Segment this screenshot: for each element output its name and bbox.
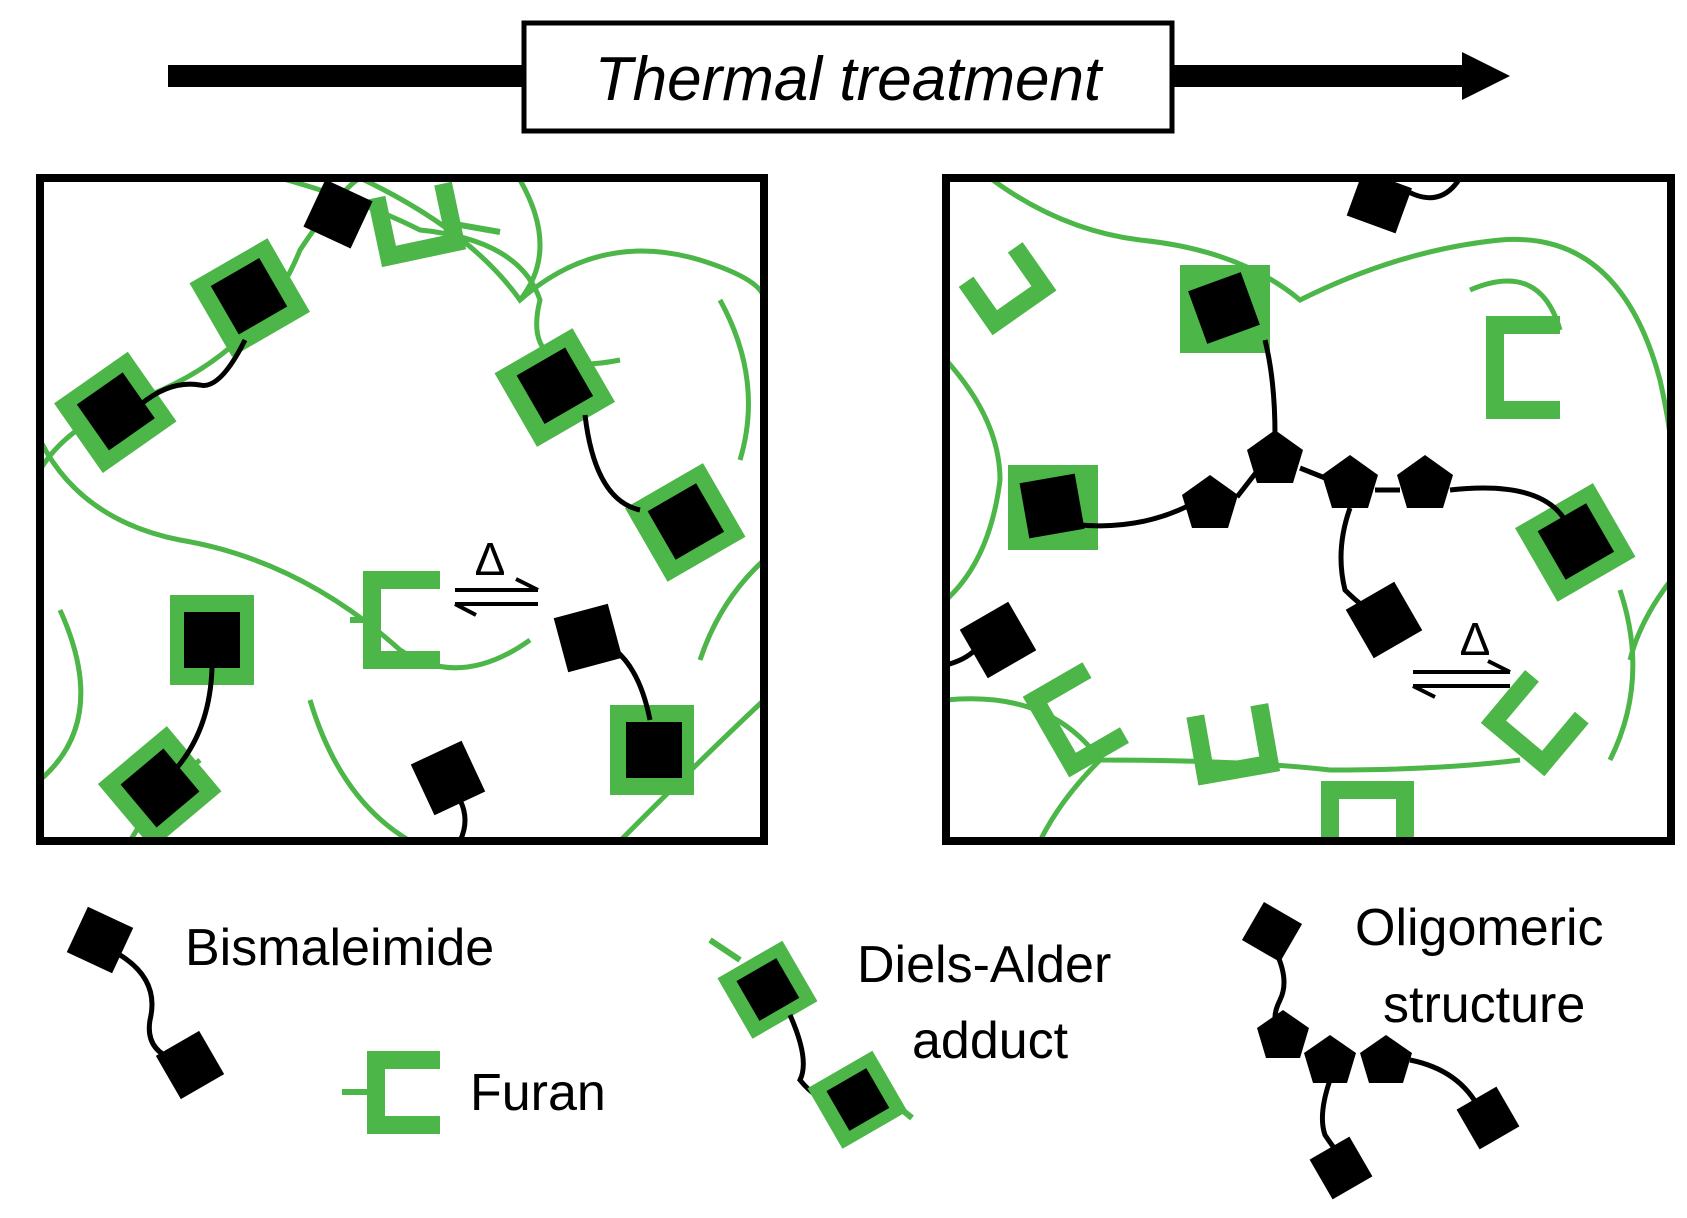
furan-icon — [1186, 703, 1281, 786]
diels-alder-adduct-icon — [189, 238, 310, 357]
bismaleimide-icon — [410, 740, 486, 816]
legend-oligomer-label-line1: Oligomeric — [1355, 899, 1604, 957]
delta-symbol: Δ — [1460, 613, 1491, 665]
legend-diels-alder-label-line1: Diels-Alder — [857, 936, 1111, 994]
legend-bismaleimide-icon — [66, 906, 225, 1100]
furan-icon — [1486, 316, 1560, 419]
legend-bismaleimide-label: Bismaleimide — [185, 919, 494, 977]
diels-alder-adduct-icon — [54, 351, 177, 474]
diels-alder-adduct-icon — [1008, 465, 1098, 550]
legend: Bismaleimide Furan Diels-Alder adduct — [66, 899, 1604, 1200]
legend-oligomer-icon — [1241, 901, 1520, 1200]
diels-alder-adduct-icon — [494, 328, 615, 447]
panel-before-frame — [36, 174, 768, 845]
bismaleimide-icon — [553, 603, 623, 673]
furan-icon — [367, 181, 467, 268]
furan-icon — [1480, 670, 1589, 777]
panel-before: Δ — [36, 174, 768, 845]
equilibrium-arrows-icon — [454, 577, 539, 617]
equilibrium-arrows-icon — [1412, 659, 1511, 699]
legend-oligomer-label-line2: structure — [1383, 976, 1585, 1034]
legend-diels-alder-label-line2: adduct — [912, 1012, 1069, 1070]
diagram-title: Thermal treatment — [595, 45, 1104, 114]
delta-symbol: Δ — [475, 533, 506, 585]
panel-after-frame — [942, 174, 1675, 845]
bismaleimide-icon — [959, 601, 1037, 679]
diels-alder-adduct-icon — [1515, 483, 1636, 602]
diels-alder-adduct-icon — [97, 726, 222, 841]
bismaleimide-icon — [1346, 178, 1412, 234]
furan-icon — [363, 571, 440, 669]
bismaleimide-icon — [303, 179, 373, 249]
furan-icon — [1022, 662, 1129, 778]
title-box — [521, 20, 1175, 134]
furan-icon — [958, 242, 1057, 336]
legend-furan-label: Furan — [470, 1064, 606, 1122]
bismaleimide-icon — [1345, 581, 1423, 659]
panel-after: Δ — [942, 174, 1675, 845]
diels-alder-adduct-icon — [610, 705, 694, 795]
furan-icon — [1321, 781, 1414, 841]
oligomer-chain-icon — [1182, 430, 1453, 528]
diels-alder-adduct-icon — [1180, 265, 1270, 353]
diels-alder-adduct-icon — [625, 463, 746, 582]
legend-diels-alder-icon — [708, 937, 914, 1149]
legend-furan-icon — [342, 1051, 440, 1134]
